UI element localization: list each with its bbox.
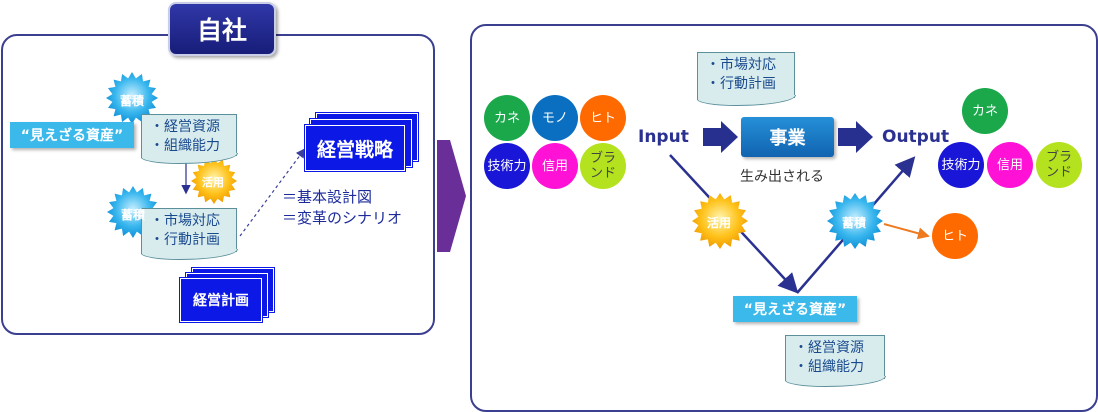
doc-line: ・経営資源: [794, 340, 864, 356]
accumulate-burst-right: [827, 193, 883, 249]
accumulate-label-right: 蓄積: [842, 216, 867, 230]
utilize-burst-left: [191, 158, 237, 204]
resource-hito-out: ヒト: [932, 213, 978, 259]
management-plan-box: 経営計画: [180, 278, 262, 322]
invisible-assets-label-right: “見えざる資産”: [733, 296, 857, 322]
plans-doc-left: ・市場対応 ・行動計画: [140, 208, 238, 260]
brand-label: ブランド: [1045, 150, 1072, 180]
resource-mono-in: モノ: [532, 95, 578, 141]
output-label: Output: [882, 127, 950, 147]
resources-doc-right: ・経営資源 ・組織能力: [784, 335, 886, 387]
strategy-note-2: ＝変革のシナリオ: [282, 209, 403, 227]
output-arrow: [838, 121, 873, 153]
resource-gijutsu-in: 技術力: [484, 143, 530, 189]
input-label: Input: [638, 127, 689, 147]
brand-label: ブランド: [589, 151, 616, 181]
generated-label: 生み出される: [740, 169, 824, 185]
invisible-assets-label-left: “見えざる資産”: [10, 122, 134, 148]
resource-gijutsu-out: 技術力: [938, 142, 984, 188]
doc-line: ・経営資源: [150, 119, 220, 135]
doc-line: ・市場対応: [150, 213, 220, 229]
resource-brand-in: ブランド: [580, 143, 626, 189]
resource-brand-out: ブランド: [1036, 142, 1082, 188]
doc-line: ・市場対応: [706, 57, 776, 73]
resource-shinyo-out: 信用: [987, 142, 1033, 188]
strategy-note-1: ＝基本設計図: [282, 188, 373, 206]
resource-kane-out: カネ: [962, 88, 1008, 134]
doc-line: ・行動計画: [150, 232, 220, 248]
doc-line: ・行動計画: [706, 76, 776, 92]
utilize-label-right: 活用: [707, 216, 732, 230]
strategy-box: 経営戦略: [305, 125, 405, 171]
people-arrow: [883, 223, 930, 240]
resource-shinyo-in: 信用: [532, 143, 578, 189]
utilize-burst-right: [692, 193, 748, 249]
company-title: 自社: [168, 2, 276, 56]
resource-kane-in: カネ: [484, 95, 530, 141]
resources-doc-left: ・経営資源 ・組織能力: [140, 114, 238, 164]
doc-line: ・組織能力: [794, 359, 864, 375]
business-box: 事業: [741, 117, 834, 157]
plans-doc-right: ・市場対応 ・行動計画: [696, 52, 796, 106]
accumulate-burst-left-top: [106, 72, 158, 124]
accumulate-label-left-top: 蓄積: [120, 94, 145, 108]
accumulate-label-left-bottom: 蓄積: [121, 208, 146, 222]
big-transition-arrow: [437, 140, 466, 252]
input-arrow: [703, 121, 738, 153]
utilize-label-left: 活用: [202, 176, 224, 189]
doc-line: ・組織能力: [150, 138, 220, 154]
resource-hito-in: ヒト: [580, 95, 626, 141]
